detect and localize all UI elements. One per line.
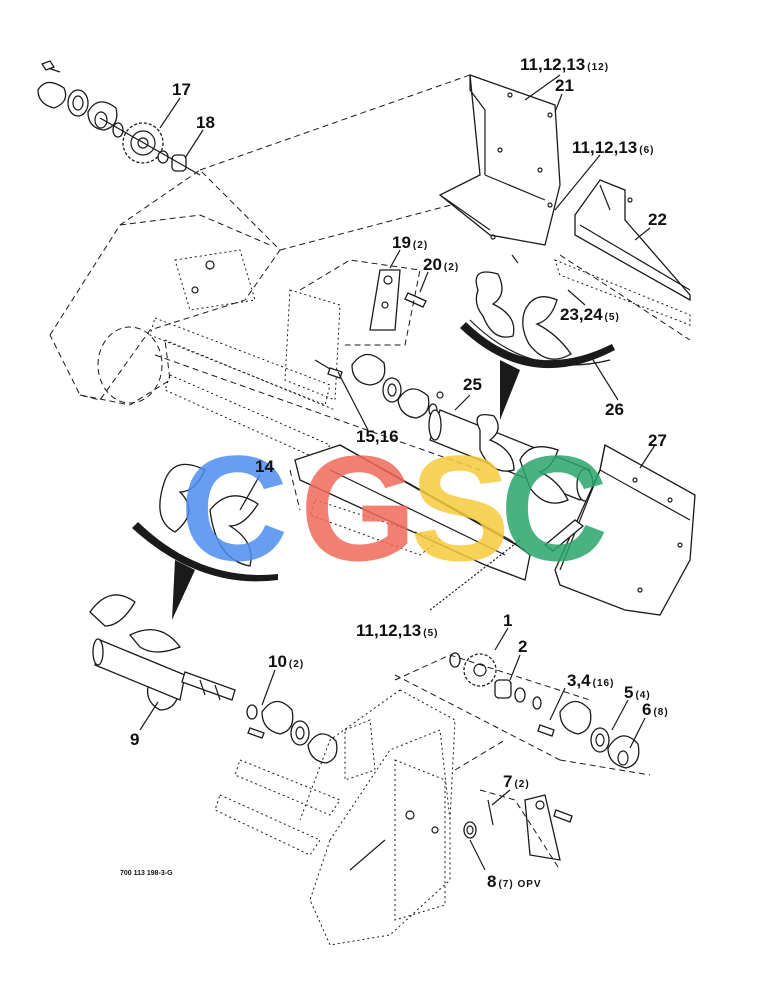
floor-pan [289,444,531,581]
callout-11-12-13-b: 11,12,13(6) [572,138,654,157]
leader-lines [139,74,656,871]
bracket-7 [463,789,573,871]
callout-18: 18 [196,113,215,132]
callout-2: 2 [518,637,527,656]
lower-left-bearing-parts [246,700,376,781]
sprocket-1 [394,652,591,710]
lower-feeder-chain [214,674,561,856]
callout-labels: 17 18 11,12,13(12) 21 11,12,13(6) 22 19(… [120,55,669,891]
callout-25: 25 [463,375,482,394]
middle-bearing-parts [314,353,444,419]
callout-26: 26 [605,400,624,419]
drawing-number: 700 113 198-3-G [120,870,173,877]
callout-9: 9 [130,730,139,749]
callout-6: 6(8) [642,700,669,719]
shield-27 [543,443,696,616]
auger-flighting-14 [132,463,278,620]
watermark-letter: C [500,424,608,592]
callout-21: 21 [555,76,574,95]
callout-23-24: 23,24(5) [560,305,620,324]
middle-feeder-chains [149,289,481,471]
callout-19: 19(2) [392,233,428,252]
bracket-19 [299,259,427,346]
callout-3-4: 3,4(16) [567,671,614,690]
callout-11-12-13-a: 11,12,13(12) [520,55,609,74]
callout-14: 14 [255,457,274,476]
right-drive-housing [299,689,506,946]
callout-8: 8(7) OPV [487,872,542,891]
callout-22: 22 [648,210,667,229]
callout-15-16: 15,16 [356,427,399,446]
callout-1: 1 [503,611,512,630]
callout-7: 7(2) [503,772,530,791]
watermark-letter: C [180,424,288,592]
lower-right-bearing-parts [537,700,651,776]
shield-21 [438,74,561,264]
callout-27: 27 [648,431,667,450]
left-drive-housing [49,74,471,406]
watermark: C G S C [180,424,608,592]
watermark-letter: S [410,424,510,592]
auger-9 [89,594,236,711]
upper-drive-shaft-parts [37,60,201,176]
callout-17: 17 [172,80,191,99]
trough-22 [554,179,691,341]
callout-5: 5(4) [624,683,651,702]
auger-tube-25 [428,360,594,504]
watermark-letter: G [300,424,417,592]
auger-flighting-26 [460,271,615,369]
callout-11-12-13-c: 11,12,13(5) [356,621,438,640]
callout-20: 20(2) [423,255,459,274]
callout-10: 10(2) [268,652,304,671]
